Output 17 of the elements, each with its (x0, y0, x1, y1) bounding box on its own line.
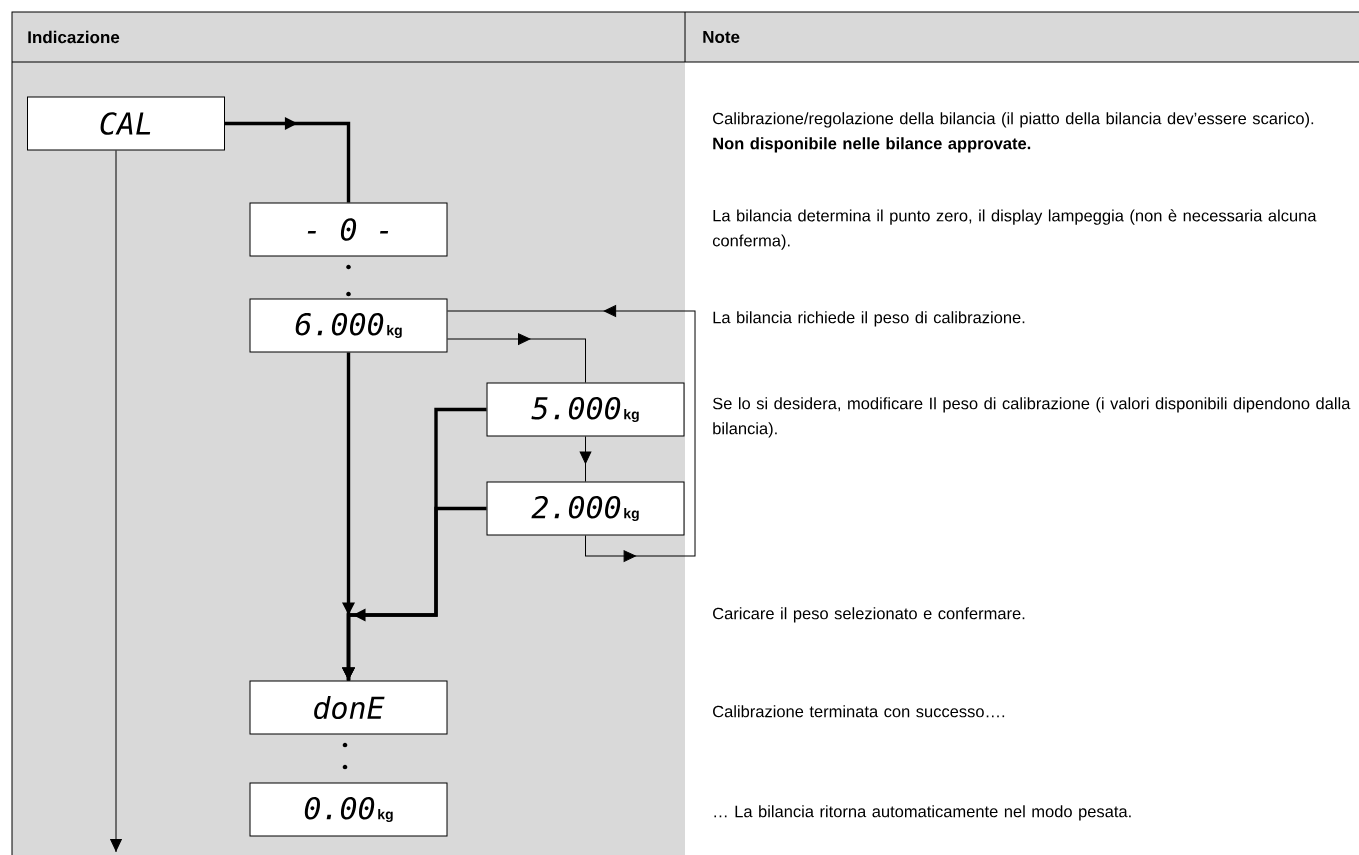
arrow (110, 150, 122, 853)
display-box: donE (249, 680, 448, 735)
note-text: La bilancia determina il punto zero, il display lampeggia (non è necessaria alcuna conferma). (712, 209, 1317, 250)
note-text: La bilancia richiede il peso di calibrazione. (713, 311, 1025, 327)
note-text: Calibrazione/regolazione della bilancia (il piatto della bilancia dev’essere scarico). Non disponibile nelle bilance approvate. (713, 112, 1314, 153)
column-header: Indicazione (28, 30, 120, 44)
note-text: Caricare il peso selezionato e confermare. (713, 607, 1025, 623)
column-header: Note (703, 31, 740, 43)
note-text: … La bilancia ritorna automaticamente nel modo pesata. (714, 805, 1131, 821)
note-text: Se lo si desidera, modificare Il peso di calibrazione (i valori disponibili dipendono dalla bilancia). (712, 397, 1351, 438)
note-text: Calibrazione terminata con successo…. (713, 705, 1005, 718)
arrow (579, 436, 592, 482)
display-box: CAL (27, 96, 225, 151)
display-box: - 0 - (249, 202, 448, 257)
arrow (447, 333, 586, 383)
arrow (225, 117, 351, 203)
arrow (447, 305, 696, 562)
